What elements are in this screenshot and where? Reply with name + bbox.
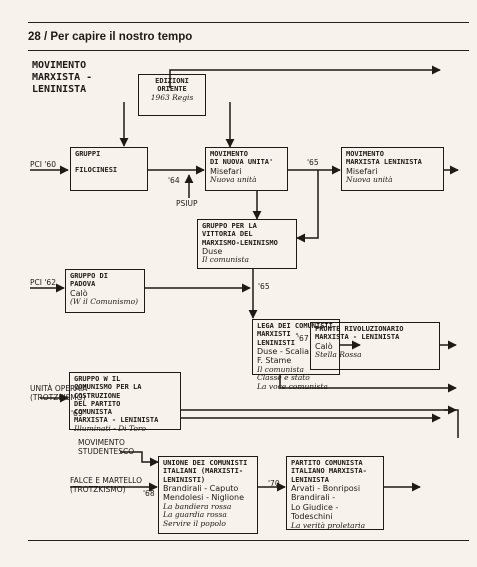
arrow-right-down — [444, 409, 459, 438]
box-unione-comunisti: UNIONE DEI COMUNISTI ITALIANI (Marxisti-… — [158, 456, 258, 534]
label-movimento-studentesco: MOVIMENTO STUDENTESCO — [78, 438, 135, 456]
section-title: / Per capire il nostro tempo — [44, 31, 193, 43]
diagram-title: MOVIMENTO MARXISTA - LENINISTA — [32, 60, 93, 96]
box-movimento-ml: MOVIMENTO MARXISTA LENINISTA Misefari Nu… — [341, 147, 444, 191]
label-pci60: PCI '60 — [30, 160, 56, 169]
label-unita-operaia: UNITÀ OPERAIA (TROTZKISMO) — [30, 384, 88, 402]
box-movimento-nuova-unita: MOVIMENTO DI NUOVA UNITA' Misefari Nuova… — [205, 147, 288, 191]
header-rule — [28, 50, 469, 51]
box-fronte-rivoluzionario: FRONTE RIVOLUZIONARIO MARXISTA - LENINIS… — [310, 322, 440, 370]
label-pci62: PCI '62 — [30, 278, 56, 287]
top-rule — [28, 22, 469, 23]
box-gruppo-vittoria: GRUPPO PER LA VITTORIA DEL MARXISMO-LENI… — [197, 219, 297, 269]
box-partito-comunista: PARTITO COMUNISTA ITALIANO MARXISTA- LEN… — [286, 456, 384, 530]
arrow-ml-vittoria — [296, 170, 319, 243]
label-year-65b: '65 — [258, 282, 270, 291]
bottom-rule — [28, 540, 469, 541]
label-year-65a: '65 — [307, 158, 319, 167]
page-header: 28 / Per capire il nostro tempo — [28, 31, 192, 43]
box-lega-comunisti: LEGA DEI COMUNISTI MARXISTI - LENINISTI … — [252, 319, 340, 391]
label-year-67: '67 — [297, 334, 309, 343]
label-year-68: '68 — [143, 489, 155, 498]
box-gruppo-w-comunismo: GRUPPO W IL COMUNISMO PER LA COSTRUZIONE… — [69, 372, 181, 432]
label-falce-martello: FALCE E MARTELLO (TROTZKISMO) — [70, 476, 142, 494]
box-gruppi-filocinesi: GRUPPI FILOCINESI — [70, 147, 148, 191]
arrow-oriente-top — [169, 65, 441, 88]
box-edizioni-oriente: EDIZIONI ORIENTE 1963 Regis — [138, 74, 206, 116]
label-year-69: '69 — [71, 409, 83, 418]
page-number: 28 — [28, 31, 41, 43]
label-year-64: '64 — [168, 176, 180, 185]
arrow-studentesco — [120, 451, 159, 467]
arrow-lega-out — [279, 374, 457, 393]
label-psiup: PSIUP — [176, 199, 198, 208]
box-gruppo-padova: GRUPPO DI PADOVA Calò (W il Comunismo) — [65, 269, 145, 313]
label-year-70: '70 — [268, 479, 280, 488]
